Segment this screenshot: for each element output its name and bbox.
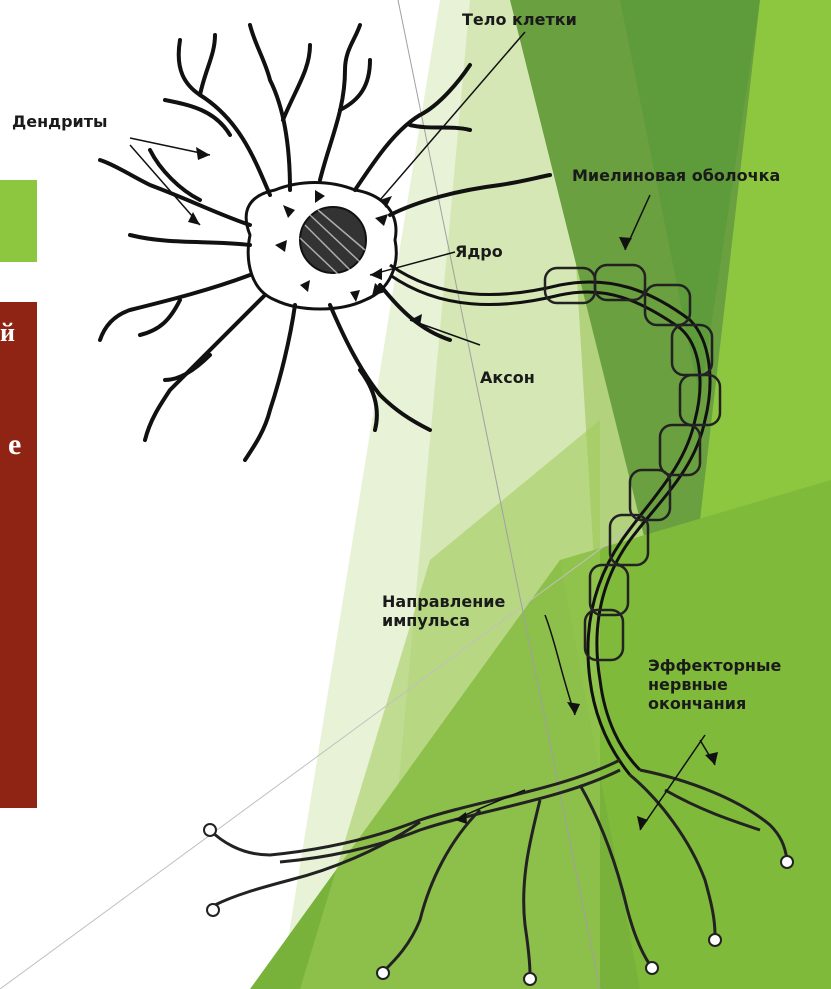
axon-terminals <box>210 760 787 975</box>
label-impulse-direction: Направление импульса <box>382 592 505 630</box>
terminal-knobs <box>204 824 793 985</box>
label-pointers <box>130 32 715 830</box>
label-cell-body: Тело клетки <box>462 10 577 29</box>
myelin-sheath <box>545 265 720 660</box>
label-myelin-sheath: Миелиновая оболочка <box>572 166 780 185</box>
label-dendrites: Дендриты <box>12 112 107 131</box>
label-nucleus: Ядро <box>455 242 503 261</box>
label-effector-endings: Эффекторные нервные окончания <box>648 656 781 713</box>
label-axon: Аксон <box>480 368 535 387</box>
